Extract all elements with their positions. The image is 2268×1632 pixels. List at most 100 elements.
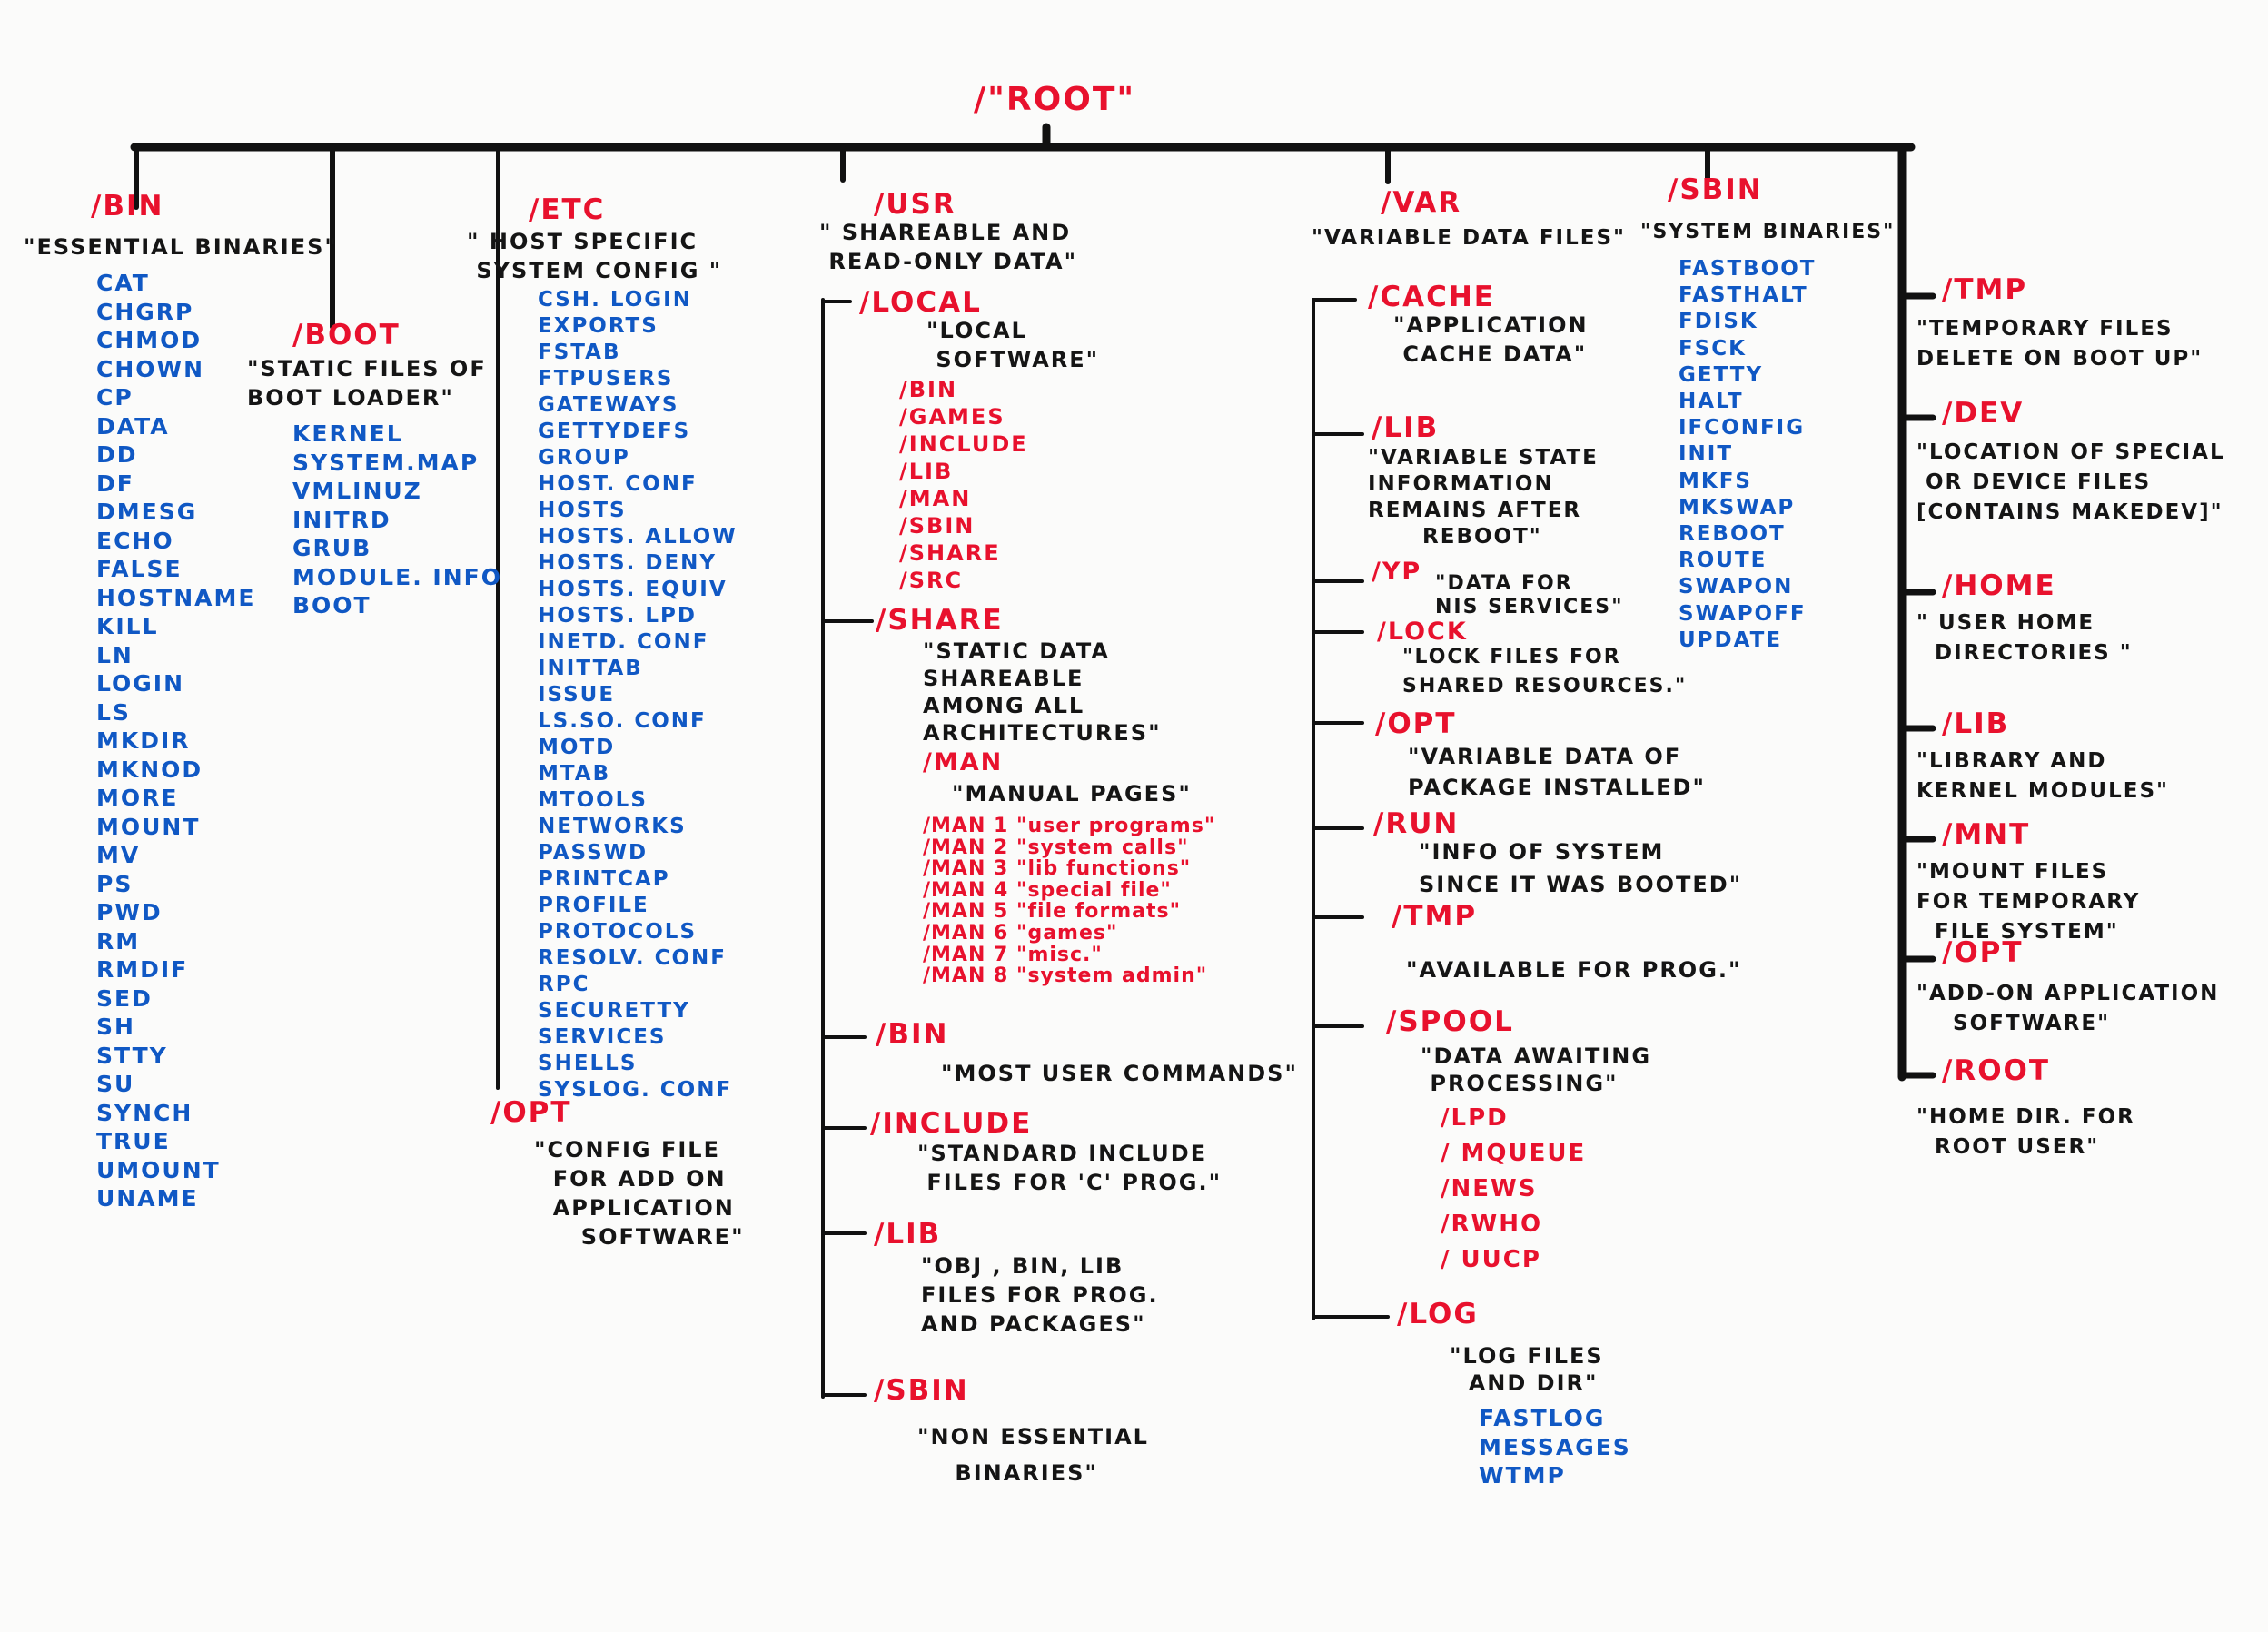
usr-local-subdir: /LIB xyxy=(899,459,954,484)
bin-file: RM xyxy=(96,927,141,954)
etc-file: ISSUE xyxy=(538,683,616,707)
var-spool-label: /SPOOL xyxy=(1386,1005,1514,1038)
etc-file: INETD. CONF xyxy=(538,630,709,654)
root-branch-label: /MNT xyxy=(1942,818,2031,851)
bin-file: TRUE xyxy=(96,1128,171,1154)
usr-local-subdir: /GAMES xyxy=(899,404,1005,430)
etc-file: PROTOCOLS xyxy=(538,920,698,944)
etc-file: GETTYDEFS xyxy=(538,420,691,443)
boot-file: GRUB xyxy=(292,535,372,561)
etc-file: HOSTS. DENY xyxy=(538,551,718,575)
var-log-file: MESSAGES xyxy=(1479,1433,1631,1460)
root-label: /"ROOT" xyxy=(974,81,1136,118)
sbin-file: MKSWAP xyxy=(1679,495,1796,519)
sbin-file: ROUTE xyxy=(1679,549,1768,573)
root-branch-desc: "LIBRARY AND KERNEL MODULES" xyxy=(1916,749,2169,803)
bin-file: UMOUNT xyxy=(96,1156,221,1183)
sbin-file: SWAPOFF xyxy=(1679,601,1807,626)
boot-file: SYSTEM.MAP xyxy=(292,449,480,476)
var-yp-desc: "DATA FOR NIS SERVICES" xyxy=(1435,572,1624,618)
bin-file: PWD xyxy=(96,899,163,925)
bin-file: UNAME xyxy=(96,1185,199,1212)
bin-file: DD xyxy=(96,441,138,468)
var-desc: "VARIABLE DATA FILES" xyxy=(1312,226,1626,250)
sbin-file: GETTY xyxy=(1679,362,1764,387)
usr-lib-desc: "OBJ , BIN, LIB FILES FOR PROG. AND PACK… xyxy=(921,1253,1159,1337)
bin-file: MORE xyxy=(96,785,179,811)
bin-file: MKDIR xyxy=(96,727,191,754)
boot-desc: "STATIC FILES OF BOOT LOADER" xyxy=(247,356,487,410)
usr-local-subdir: /BIN xyxy=(899,377,958,402)
usr-man-section: /MAN 2 "system calls" xyxy=(923,836,1189,859)
etc-opt-label: /OPT xyxy=(490,1096,572,1129)
etc-file: PRINTCAP xyxy=(538,867,670,891)
bin-file: MV xyxy=(96,842,141,868)
sbin-file: FASTHALT xyxy=(1679,283,1808,308)
etc-file: GROUP xyxy=(538,446,630,470)
bin-file: DATA xyxy=(96,412,170,440)
usr-local-items: /BIN/GAMES/INCLUDE/LIB/MAN/SBIN/SHARE/SR… xyxy=(899,376,1028,594)
var-tmp-label: /TMP xyxy=(1392,900,1478,933)
etc-file: HOSTS. EQUIV xyxy=(538,578,728,601)
etc-file: CSH. LOGIN xyxy=(538,288,692,312)
etc-file: NETWORKS xyxy=(538,815,687,838)
var-spool-subdir: /LPD xyxy=(1441,1104,1509,1132)
sbin-file: REBOOT xyxy=(1679,522,1786,547)
usr-man-desc: "MANUAL PAGES" xyxy=(952,781,1192,806)
usr-man-section: /MAN 1 "user programs" xyxy=(923,815,1216,837)
usr-bin-desc: "MOST USER COMMANDS" xyxy=(941,1061,1298,1086)
usr-man-section: /MAN 8 "system admin" xyxy=(923,964,1208,988)
usr-man-items: /MAN 1 "user programs"/MAN 2 "system cal… xyxy=(923,816,1215,987)
usr-label: /USR xyxy=(874,188,956,221)
etc-file: SYSLOG. CONF xyxy=(538,1078,733,1102)
bin-file: FALSE xyxy=(96,556,183,582)
var-log-file: FASTLOG xyxy=(1479,1405,1606,1431)
etc-desc: " HOST SPECIFIC SYSTEM CONFIG " xyxy=(467,229,723,283)
usr-local-subdir: /SRC xyxy=(899,568,964,593)
sbin-file: UPDATE xyxy=(1679,628,1783,652)
var-log-label: /LOG xyxy=(1397,1298,1479,1330)
bin-file: LOGIN xyxy=(96,670,185,697)
root-branch-label: /HOME xyxy=(1942,569,2056,602)
bin-file: CHOWN xyxy=(96,355,205,382)
etc-file: SHELLS xyxy=(538,1052,638,1075)
var-lock-label: /LOCK xyxy=(1377,618,1468,646)
sbin-file: HALT xyxy=(1679,390,1744,414)
bin-file: LS xyxy=(96,698,131,726)
sbin-file: MKFS xyxy=(1679,469,1752,493)
etc-file: EXPORTS xyxy=(538,314,659,338)
boot-file: KERNEL xyxy=(292,420,403,447)
boot-file: BOOT xyxy=(292,592,371,618)
var-run-label: /RUN xyxy=(1373,807,1460,840)
root-branch-label: /ROOT xyxy=(1942,1054,2051,1087)
var-spool-subdir: / UUCP xyxy=(1441,1246,1541,1273)
usr-man-section: /MAN 6 "games" xyxy=(923,921,1118,945)
usr-include-desc: "STANDARD INCLUDE FILES FOR 'C' PROG." xyxy=(917,1141,1223,1195)
usr-share-label: /SHARE xyxy=(876,604,1004,637)
bin-file: SH xyxy=(96,1014,135,1040)
bin-file: CHMOD xyxy=(96,327,203,353)
var-opt-desc: "VARIABLE DATA OF PACKAGE INSTALLED" xyxy=(1408,744,1706,800)
root-branch-desc: "MOUNT FILES FOR TEMPORARY FILE SYSTEM" xyxy=(1916,860,2141,944)
usr-man-section: /MAN 4 "special file" xyxy=(923,878,1172,902)
usr-share-desc: "STATIC DATA SHAREABLE AMONG ALL ARCHITE… xyxy=(923,638,1162,746)
sbin-label: /SBIN xyxy=(1668,173,1763,206)
usr-bin-label: /BIN xyxy=(876,1018,949,1051)
bin-file: ECHO xyxy=(96,527,174,554)
boot-label: /BOOT xyxy=(292,319,401,351)
etc-file: MTOOLS xyxy=(538,788,648,812)
root-branch-label: /DEV xyxy=(1942,397,2025,430)
var-spool-items: /LPD/ MQUEUE/NEWS/RWHO/ UUCP xyxy=(1441,1101,1586,1278)
var-tmp-desc: "AVAILABLE FOR PROG." xyxy=(1406,957,1742,983)
bin-file: STTY xyxy=(96,1042,168,1069)
root-branch-desc: "HOME DIR. FOR ROOT USER" xyxy=(1916,1105,2135,1159)
bin-file: MOUNT xyxy=(96,813,201,840)
etc-file: GATEWAYS xyxy=(538,393,679,417)
usr-local-desc: "LOCAL SOFTWARE" xyxy=(926,318,1100,372)
bin-file: CP xyxy=(96,384,134,410)
bin-file: DF xyxy=(96,470,134,497)
